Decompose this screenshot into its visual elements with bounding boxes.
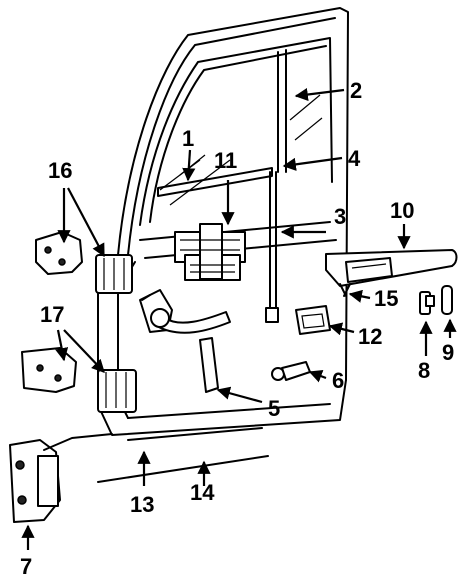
- callout-17: 17: [40, 302, 64, 327]
- callout-10: 10: [390, 198, 414, 223]
- callout-4: 4: [348, 146, 361, 171]
- callout-11: 11: [214, 148, 237, 173]
- inside-handle-assembly: [139, 289, 231, 393]
- callout-7: 7: [20, 554, 32, 579]
- callout-1: 1: [182, 126, 194, 151]
- handle-clip: [339, 283, 351, 297]
- inside-handle-bezel: [295, 305, 331, 335]
- belt-molding: [157, 167, 273, 197]
- rod-clip: [419, 291, 435, 315]
- rod-retainer: [441, 285, 453, 315]
- outside-handle: [325, 249, 458, 287]
- callout-8: 8: [418, 358, 430, 383]
- callout-9: 9: [442, 340, 454, 365]
- door-lock: [9, 433, 113, 523]
- callout-5: 5: [268, 396, 280, 421]
- leader-lines: [21, 87, 457, 550]
- lock-knob: [271, 361, 311, 381]
- callout-15: 15: [374, 286, 398, 311]
- callout-6: 6: [332, 368, 344, 393]
- callout-14: 14: [190, 480, 215, 505]
- callout-13: 13: [130, 492, 154, 517]
- callout-16: 16: [48, 158, 72, 183]
- callout-3: 3: [334, 204, 346, 229]
- run-channel: [265, 49, 287, 323]
- callout-labels: 1 2 3 4 5 6 7 8 9 10 11 12 13 14 15 16 1…: [20, 78, 454, 579]
- callout-2: 2: [350, 78, 362, 103]
- window-regulator: [174, 223, 246, 281]
- upper-hinge: [35, 231, 133, 294]
- sill-seals: [97, 427, 269, 483]
- callout-12: 12: [358, 324, 382, 349]
